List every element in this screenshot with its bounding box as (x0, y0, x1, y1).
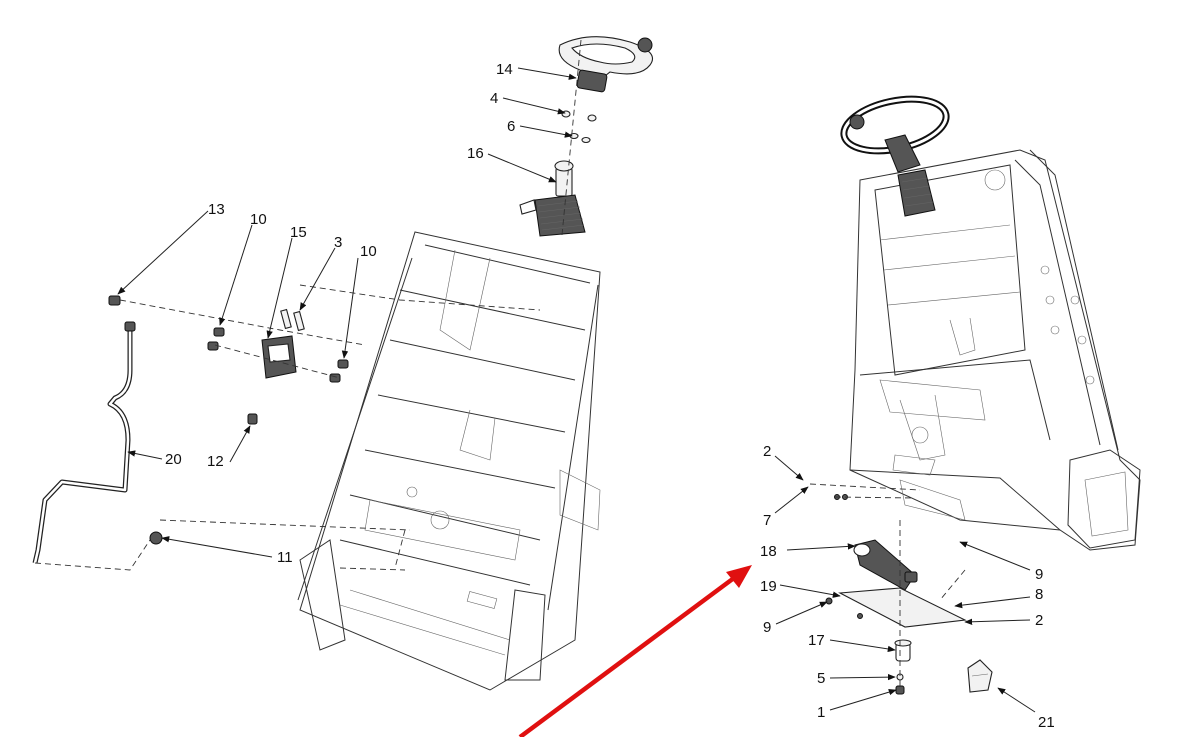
steering-wheel-left (558, 36, 654, 93)
red-highlight-arrow (518, 565, 752, 737)
hydraulic-pipe (32, 295, 163, 564)
right-leader-lines (774, 455, 1036, 713)
callout-15: 15 (290, 224, 307, 241)
right-exploded-view: 2 7 18 9 19 8 9 2 17 5 1 21 (760, 95, 1141, 731)
left-callout-labels: 14 4 6 16 13 10 15 3 10 20 12 11 (165, 61, 515, 566)
callout-14: 14 (496, 61, 513, 78)
callout-11: 11 (277, 549, 293, 566)
callout-18: 18 (760, 543, 777, 560)
callout-8: 8 (1035, 586, 1043, 603)
callout-1: 1 (817, 704, 825, 721)
callout-20: 20 (165, 451, 182, 468)
callout-21: 21 (1038, 714, 1055, 731)
right-small-parts (825, 494, 993, 695)
callout-16: 16 (467, 145, 484, 162)
callout-19: 19 (760, 578, 777, 595)
left-assembly-lines (34, 39, 582, 571)
column-fittings (561, 110, 597, 144)
callout-12: 12 (207, 453, 224, 470)
callout-7: 7 (763, 512, 771, 529)
valve-block (207, 308, 349, 425)
callout-9: 9 (1035, 566, 1043, 583)
callout-13: 13 (208, 201, 225, 218)
callout-2-second: 2 (1035, 612, 1043, 629)
callout-6: 6 (507, 118, 515, 135)
steering-wheel-right (840, 95, 950, 217)
callout-4: 4 (490, 90, 498, 107)
right-assembly-lines (809, 483, 966, 690)
right-chassis-frame (849, 149, 1141, 551)
left-chassis-frame (297, 231, 601, 691)
callout-9-second: 9 (763, 619, 771, 636)
right-callout-labels: 2 7 18 9 19 8 9 2 17 5 1 21 (760, 443, 1055, 731)
left-leader-lines (117, 67, 577, 558)
callout-10-second: 10 (360, 243, 377, 260)
callout-2: 2 (763, 443, 771, 460)
callout-17: 17 (808, 632, 825, 649)
steering-unit-bellows (519, 160, 586, 237)
callout-3: 3 (334, 234, 342, 251)
callout-10: 10 (250, 211, 267, 228)
callout-5: 5 (817, 670, 825, 687)
left-exploded-view: 14 4 6 16 13 10 15 3 10 20 12 11 (32, 36, 654, 691)
